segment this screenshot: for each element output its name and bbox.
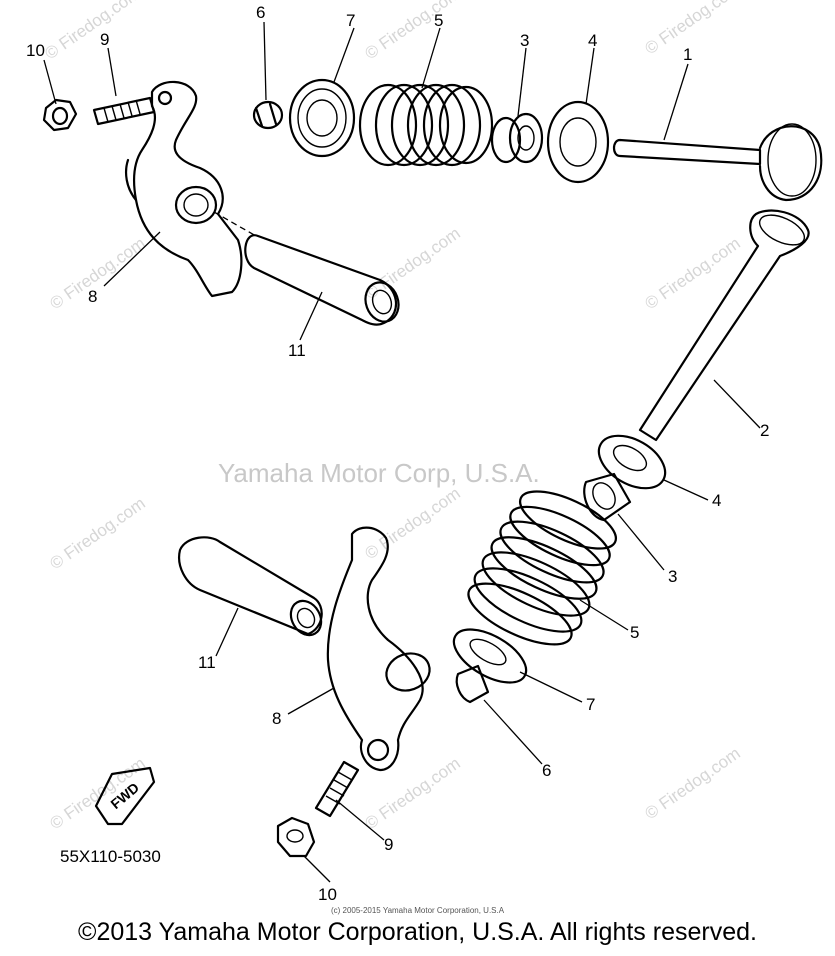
part-5-spring-bottom <box>467 490 617 646</box>
label-1: 1 <box>683 45 692 64</box>
label-2: 2 <box>760 421 769 440</box>
part-9-screw-bottom <box>314 760 360 818</box>
small-copyright: (c) 2005-2015 Yamaha Motor Corporation, … <box>330 906 505 915</box>
label-4-bottom: 4 <box>712 491 721 510</box>
label-10-bottom: 10 <box>318 885 337 904</box>
label-3-top: 3 <box>520 31 529 50</box>
part-10-nut-top <box>42 98 78 132</box>
part-8-rocker-bottom <box>326 526 431 772</box>
part-6-cotter-bottom <box>455 664 490 704</box>
label-8-top: 8 <box>88 287 97 306</box>
part-5-spring-top <box>358 83 494 167</box>
part-4-seat-top <box>546 100 610 184</box>
part-4-seat-bottom <box>597 434 667 490</box>
watermark: © Firedog.com <box>46 234 148 314</box>
label-9-top: 9 <box>100 30 109 49</box>
footer-copyright: ©2013 Yamaha Motor Corporation, U.S.A. A… <box>78 918 757 946</box>
label-7-bottom: 7 <box>586 695 595 714</box>
watermark: © Firedog.com <box>41 0 143 63</box>
part-3-seal-bottom <box>583 472 632 522</box>
watermark: © Firedog.com <box>361 754 463 834</box>
part-10-nut-bottom <box>276 816 316 858</box>
label-5-bottom: 5 <box>630 623 639 642</box>
watermark: © Firedog.com <box>641 0 743 58</box>
label-6-bottom: 6 <box>542 761 551 780</box>
ghost-copyright: Yamaha Motor Corp, U.S.A. <box>218 458 540 488</box>
part-11-shaft-bottom <box>178 536 323 637</box>
part-7-retainer-top <box>288 78 356 158</box>
label-4-top: 4 <box>588 31 597 50</box>
label-3-bottom: 3 <box>668 567 677 586</box>
part-6-cotter-top <box>252 100 284 130</box>
part-2-valve <box>638 209 810 442</box>
watermark: © Firedog.com <box>641 744 743 824</box>
part-code: 55X110-5030 <box>60 847 161 866</box>
label-9-bottom: 9 <box>384 835 393 854</box>
part-7-retainer-bottom <box>452 628 528 684</box>
leader-lines <box>43 21 761 883</box>
part-3-seal-top <box>490 112 544 164</box>
label-11-bottom: 11 <box>198 653 216 672</box>
label-11-top: 11 <box>288 341 306 360</box>
watermark: © Firedog.com <box>46 494 148 574</box>
label-8-bottom: 8 <box>272 709 281 728</box>
part-8-rocker-top <box>125 80 243 298</box>
part-11-shaft-top <box>213 211 400 326</box>
label-10-top: 10 <box>26 41 45 60</box>
callout-labels: 10 9 6 7 5 3 4 1 8 11 2 4 3 5 7 6 11 8 9… <box>26 3 769 904</box>
label-6-top: 6 <box>256 3 265 22</box>
watermark: © Firedog.com <box>361 484 463 564</box>
watermark: © Firedog.com <box>361 0 463 63</box>
label-5-top: 5 <box>434 11 443 30</box>
watermark: © Firedog.com <box>641 234 743 314</box>
label-7-top: 7 <box>346 11 355 30</box>
part-9-screw-top <box>92 90 173 126</box>
part-1-valve <box>612 123 823 202</box>
